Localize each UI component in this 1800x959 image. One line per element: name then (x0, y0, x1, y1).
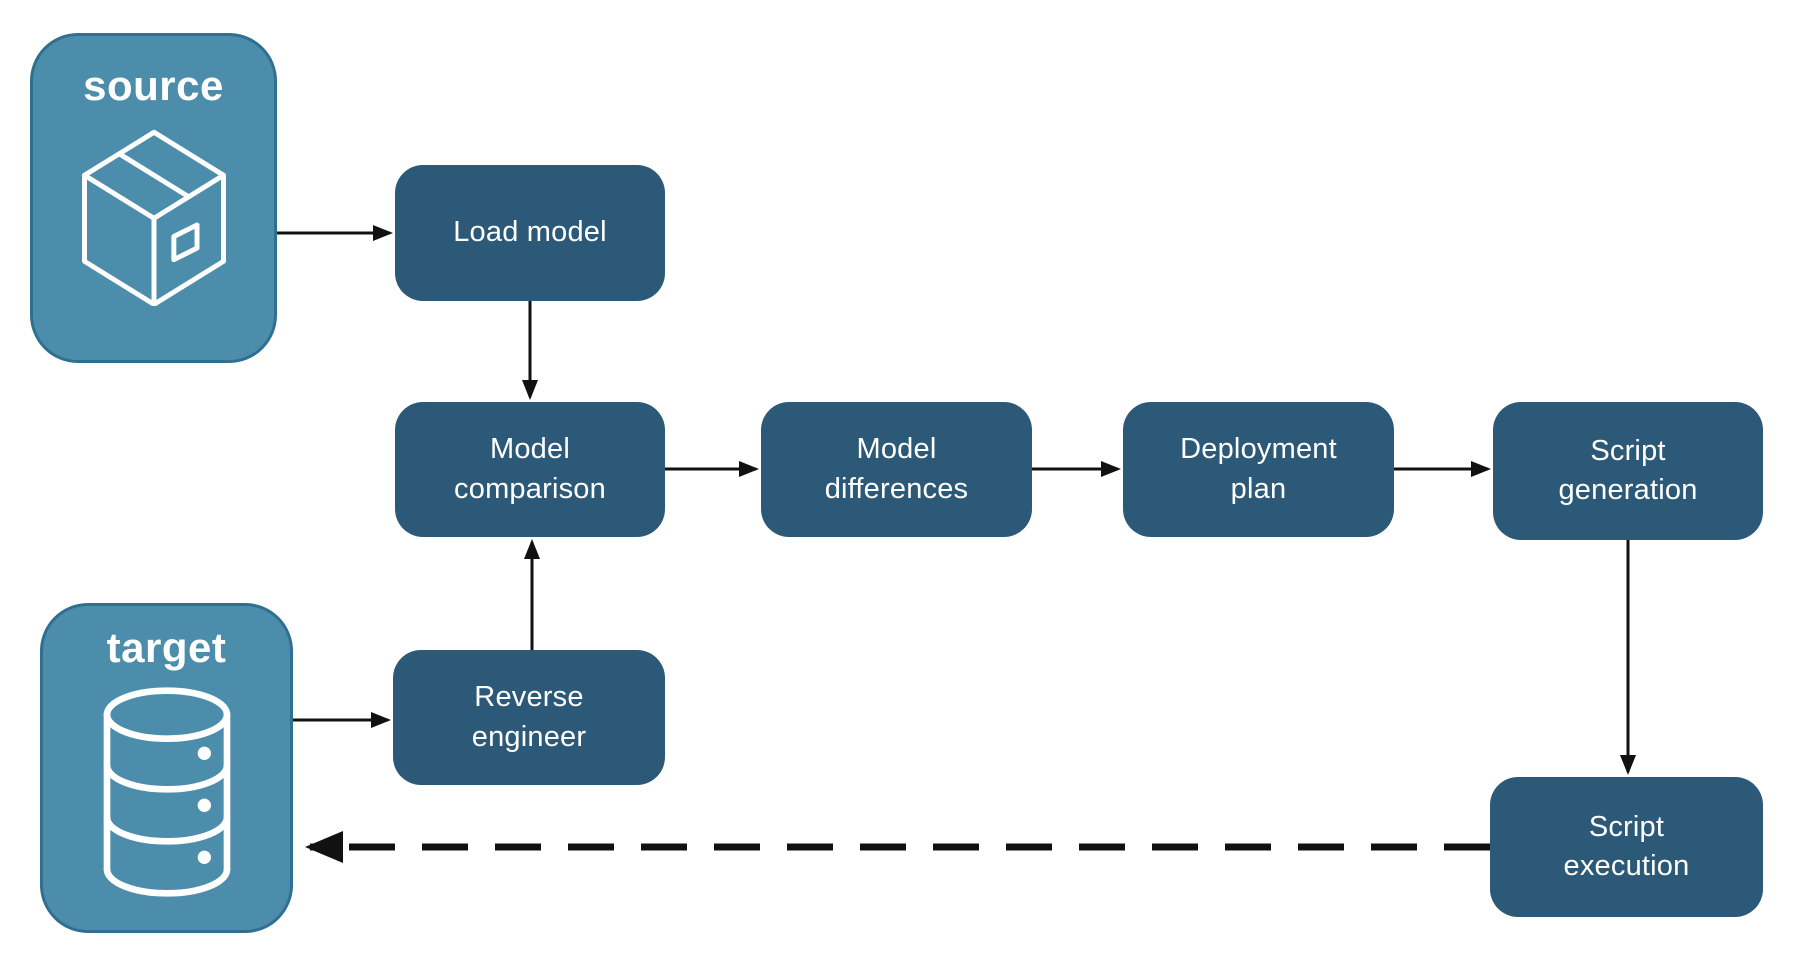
source-label: source (83, 62, 224, 109)
node-reverse-engineer: Reverse engineer (393, 650, 665, 785)
entity-target: target (40, 603, 293, 933)
target-label: target (106, 624, 227, 671)
node-model-differences: Model differences (761, 402, 1032, 537)
node-deployment-plan: Deployment plan (1123, 402, 1394, 537)
database-icon (103, 687, 230, 897)
package-icon (81, 129, 226, 306)
node-load-model: Load model (395, 165, 665, 301)
node-model-comparison: Model comparison (395, 402, 665, 537)
entity-source: source (30, 33, 277, 363)
node-script-execution: Script execution (1490, 777, 1763, 917)
node-script-generation: Script generation (1493, 402, 1763, 540)
